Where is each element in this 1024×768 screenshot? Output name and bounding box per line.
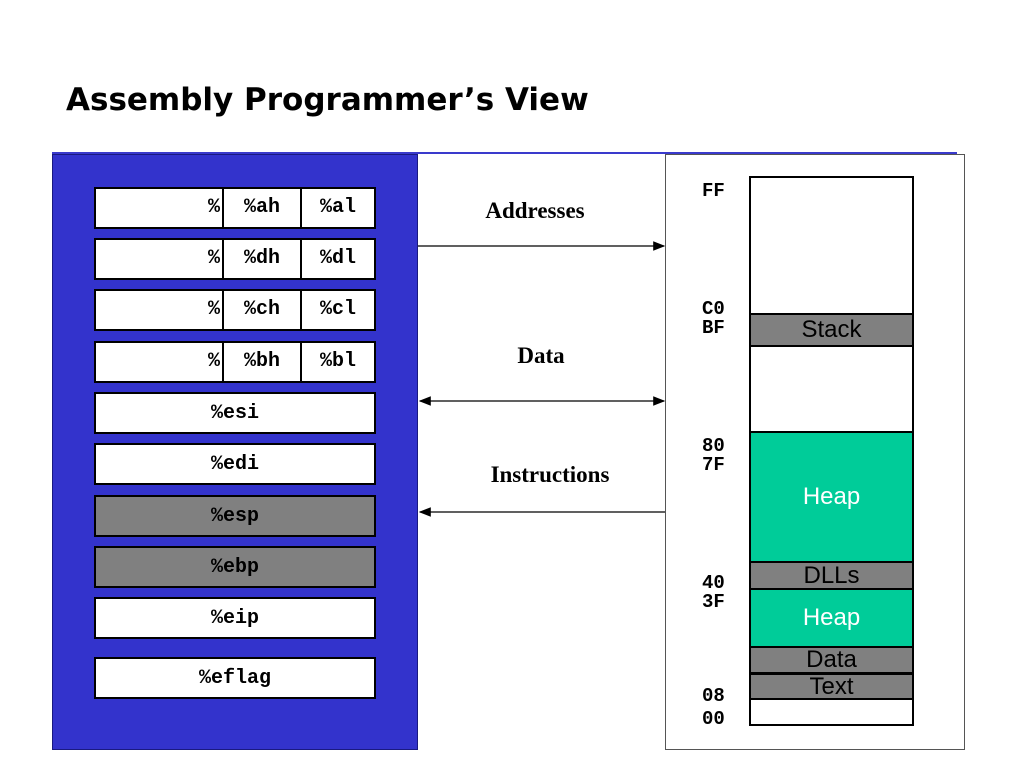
register-eip: %eip xyxy=(94,597,376,639)
register-cl: %cl xyxy=(300,291,374,329)
register-edi: %edi xyxy=(94,443,376,485)
segment-stack: Stack xyxy=(749,313,914,347)
register-dh: %dh xyxy=(222,240,300,278)
register-eflag: %eflag xyxy=(94,657,376,699)
address-40: 40 xyxy=(702,572,725,594)
register-ecx-prefix: % xyxy=(207,298,220,321)
title-rule xyxy=(52,152,957,154)
register-eax: % %ah %al xyxy=(94,187,376,229)
register-eax-prefix: % xyxy=(207,196,220,219)
address-c0: C0 xyxy=(702,298,725,320)
register-edx: % %dh %dl xyxy=(94,238,376,280)
address-00: 00 xyxy=(702,708,725,730)
address-ff: FF xyxy=(702,180,725,202)
address-3f: 3F xyxy=(702,591,725,613)
register-al: %al xyxy=(300,189,374,227)
segment-text: Text xyxy=(749,673,914,700)
register-esp: %esp xyxy=(94,495,376,537)
instructions-label: Instructions xyxy=(490,462,610,487)
data-label: Data xyxy=(517,343,565,368)
address-7f: 7F xyxy=(702,454,725,476)
segment-heap-upper: Heap xyxy=(749,431,914,563)
address-80: 80 xyxy=(702,435,725,457)
register-ebx: % %bh %bl xyxy=(94,341,376,383)
slide-title: Assembly Programmer’s View xyxy=(66,82,589,118)
register-esi: %esi xyxy=(94,392,376,434)
register-dl: %dl xyxy=(300,240,374,278)
register-ch: %ch xyxy=(222,291,300,329)
register-ecx: % %ch %cl xyxy=(94,289,376,331)
register-edx-prefix: % xyxy=(207,247,220,270)
register-bl: %bl xyxy=(300,343,374,381)
addresses-label: Addresses xyxy=(485,198,585,223)
address-08: 08 xyxy=(702,685,725,707)
segment-data: Data xyxy=(749,646,914,674)
address-bf: BF xyxy=(702,317,725,339)
register-ebx-prefix: % xyxy=(207,350,220,373)
register-ebp: %ebp xyxy=(94,546,376,588)
segment-dlls: DLLs xyxy=(749,561,914,590)
register-ah: %ah xyxy=(222,189,300,227)
segment-heap-lower: Heap xyxy=(749,588,914,648)
register-bh: %bh xyxy=(222,343,300,381)
